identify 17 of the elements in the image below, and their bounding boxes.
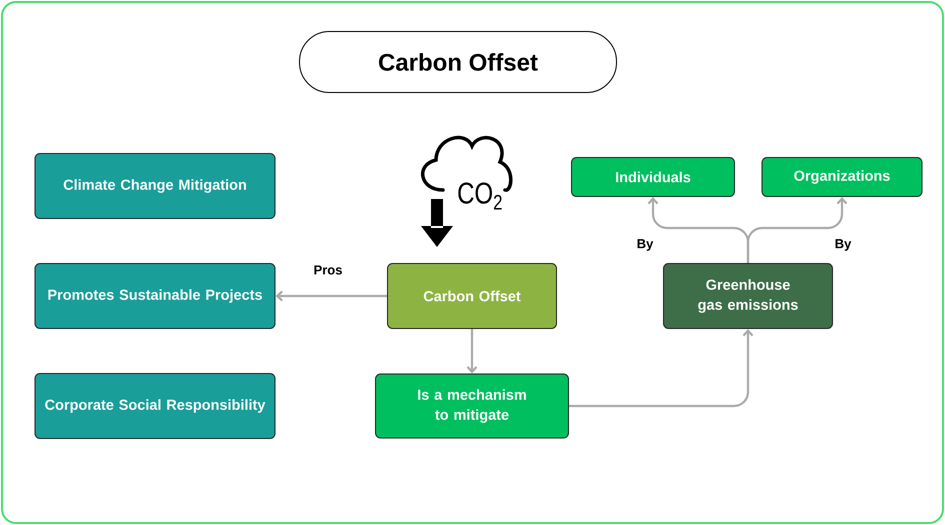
edge-label: By [836,239,852,251]
process-box: Carbon Offset [387,263,557,329]
arrow [276,290,387,302]
process-box: Greenhouse gas emissions [663,263,833,329]
process-box: Organizations [762,157,922,197]
formula-label: CO$_{2}$ [458,182,502,210]
edge-label: Pros [314,265,342,275]
process-box: Individuals [571,157,735,197]
arrow [466,329,478,374]
process-box: Is a mechanism to mitigate [375,374,569,438]
arrow [569,329,754,408]
arrow [746,197,848,263]
process-box: Promotes Sustainable Projects [34,263,276,329]
title-pill: Carbon Offset [299,31,617,93]
edge-label: By [638,239,654,251]
process-box: Climate Change Mitigation [34,153,276,219]
process-box: Corporate Social Responsibility [34,373,276,439]
